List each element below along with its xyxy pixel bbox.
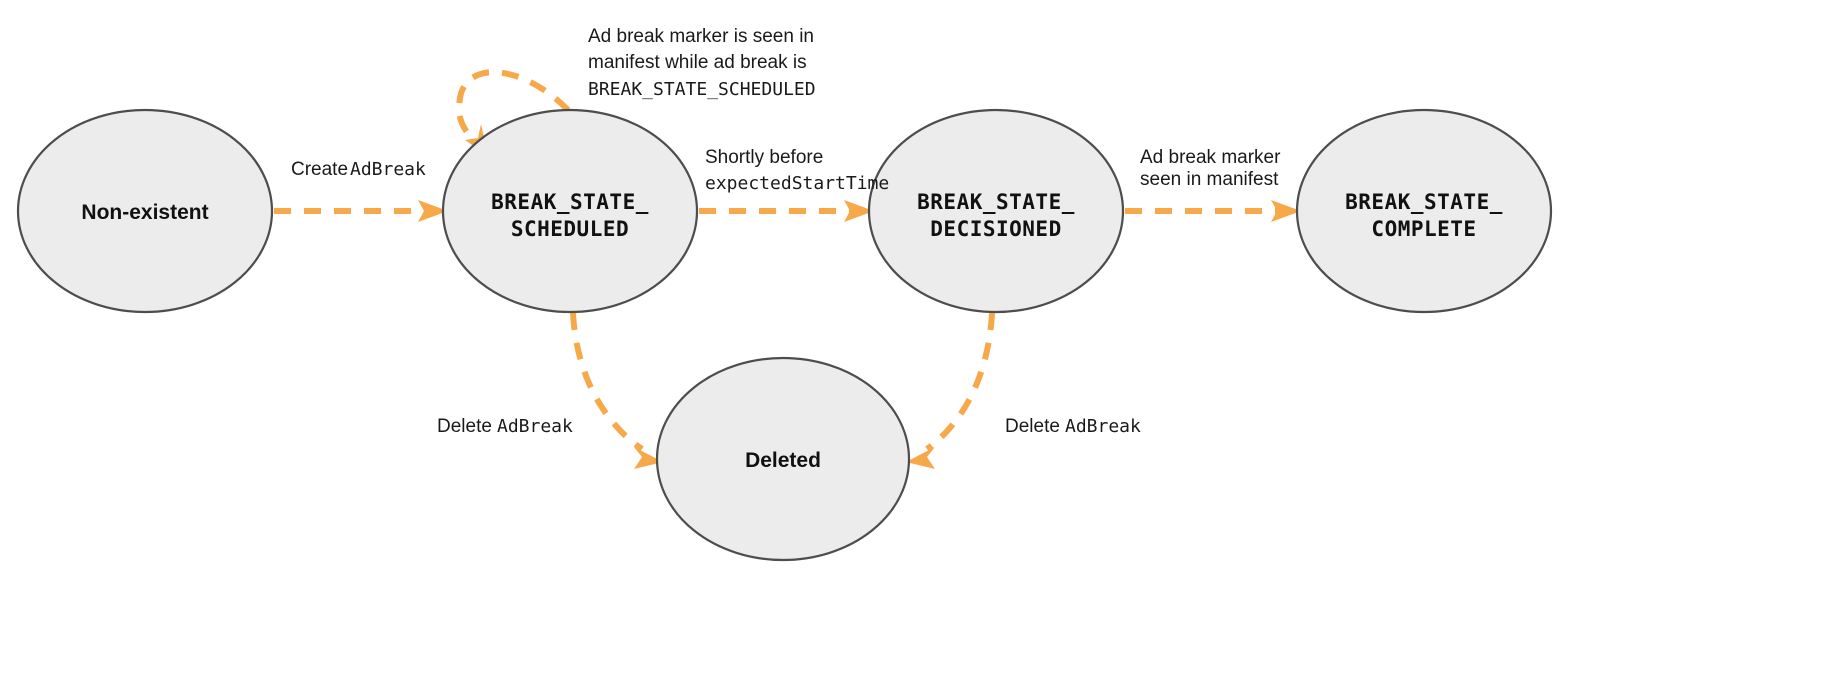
edge-label-create-adbreak-entity: AdBreak <box>350 159 426 180</box>
edge-decisioned-to-deleted-line <box>925 312 995 452</box>
edge-label-self-loop-line1: Ad break marker is seen in <box>588 26 814 47</box>
edge-label-delete-left-entity: AdBreak <box>497 416 573 437</box>
edge-scheduled-to-deleted-line <box>570 312 644 452</box>
edge-label-delete-right-entity: AdBreak <box>1065 416 1141 437</box>
edge-label-self-loop-line2: manifest while ad break is <box>588 52 807 73</box>
edge-label-delete-left-verb: Delete <box>437 416 492 437</box>
node-break-state-complete-shape <box>1295 108 1553 314</box>
edge-label-create-adbreak: Create AdBreak <box>291 159 426 180</box>
node-break-state-scheduled-label-line1: BREAK_STATE_ <box>491 190 649 214</box>
edge-label-delete-right-verb: Delete <box>1005 416 1060 437</box>
node-break-state-decisioned-label-line2: DECISIONED <box>930 217 1061 241</box>
edge-label-marker-line1: Ad break marker <box>1140 147 1281 168</box>
node-break-state-complete-label-line2: COMPLETE <box>1371 217 1476 241</box>
node-break-state-scheduled[interactable]: BREAK_STATE_ SCHEDULED <box>441 108 699 314</box>
edge-decisioned-to-complete[interactable] <box>1125 200 1301 222</box>
edge-label-decisioned-to-complete: Ad break marker seen in manifest <box>1140 147 1281 190</box>
edge-label-self-loop-line3: BREAK_STATE_SCHEDULED <box>588 79 816 100</box>
edge-label-create-adbreak-verb: Create <box>291 159 348 180</box>
node-break-state-complete[interactable]: BREAK_STATE_ COMPLETE <box>1295 108 1553 314</box>
edge-label-decisioned-to-deleted: Delete AdBreak <box>1005 416 1141 437</box>
edge-label-marker-line2: seen in manifest <box>1140 169 1279 190</box>
edge-decisioned-to-complete-arrowhead <box>1271 200 1301 222</box>
node-non-existent-label: Non-existent <box>81 201 208 224</box>
edge-label-scheduled-to-decisioned: Shortly before expectedStartTime <box>705 147 889 194</box>
edge-label-shortly-line1: Shortly before <box>705 147 823 168</box>
node-break-state-decisioned[interactable]: BREAK_STATE_ DECISIONED <box>867 108 1125 314</box>
node-break-state-scheduled-label-line2: SCHEDULED <box>511 217 629 241</box>
node-non-existent[interactable]: Non-existent <box>16 108 274 314</box>
node-deleted[interactable]: Deleted <box>655 356 911 562</box>
edge-label-shortly-line2: expectedStartTime <box>705 173 889 194</box>
node-deleted-label: Deleted <box>745 449 821 472</box>
edge-create-adbreak[interactable] <box>274 200 448 222</box>
edge-scheduled-to-decisioned-arrowhead <box>844 200 874 222</box>
node-break-state-complete-label-line1: BREAK_STATE_ <box>1345 190 1503 214</box>
node-deleted-shape <box>655 356 911 562</box>
edge-decisioned-to-deleted[interactable] <box>906 312 995 469</box>
edge-decisioned-to-deleted-arrowhead <box>906 447 935 469</box>
edge-scheduled-self-loop-line <box>456 69 571 146</box>
edge-label-scheduled-self-loop: Ad break marker is seen in manifest whil… <box>588 26 816 100</box>
edge-scheduled-to-deleted[interactable] <box>570 312 663 469</box>
node-non-existent-shape <box>16 108 274 314</box>
node-break-state-scheduled-shape <box>441 108 699 314</box>
edge-scheduled-to-deleted-arrowhead <box>634 447 663 469</box>
edge-create-adbreak-arrowhead <box>418 200 448 222</box>
node-break-state-decisioned-label-line1: BREAK_STATE_ <box>917 190 1075 214</box>
edge-label-scheduled-to-deleted: Delete AdBreak <box>437 416 573 437</box>
edge-scheduled-to-decisioned[interactable] <box>699 200 874 222</box>
node-break-state-decisioned-shape <box>867 108 1125 314</box>
